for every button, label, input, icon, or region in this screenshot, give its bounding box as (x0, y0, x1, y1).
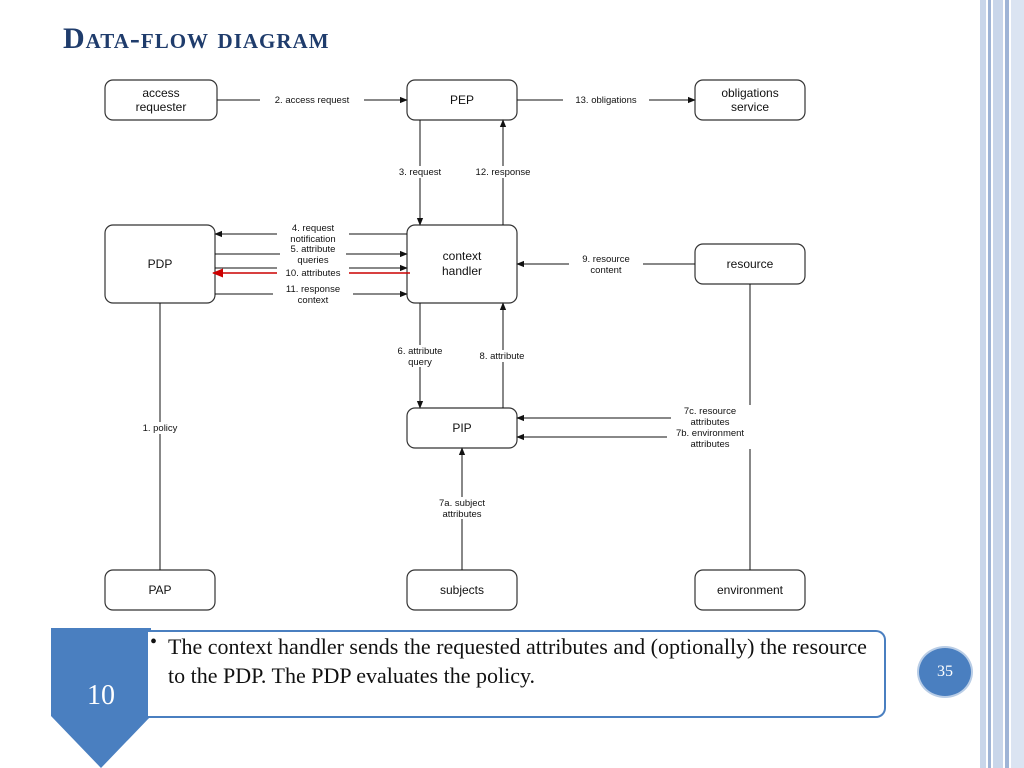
svg-text:query: query (408, 357, 432, 368)
callout-box (148, 630, 886, 718)
bullet-icon: • (150, 631, 158, 653)
svg-text:PIP: PIP (452, 421, 471, 435)
svg-text:queries: queries (297, 255, 328, 266)
svg-text:notification: notification (290, 234, 335, 245)
bullet-text: The context handler sends the requested … (168, 634, 867, 688)
svg-text:11. response: 11. response (286, 284, 340, 295)
svg-text:4. request: 4. request (292, 223, 335, 234)
node-pip: PIP (406, 407, 518, 449)
bullet-item: • The context handler sends the requeste… (150, 631, 870, 690)
decorative-stripes (980, 0, 1024, 768)
svg-text:8. attribute: 8. attribute (480, 351, 525, 362)
svg-text:resource: resource (727, 257, 774, 271)
svg-text:subjects: subjects (440, 583, 484, 597)
svg-text:9. resource: 9. resource (582, 254, 630, 265)
svg-text:7a. subject: 7a. subject (439, 498, 485, 509)
slide-title: Data-flow diagram (63, 22, 330, 55)
node-pap: PAP (104, 569, 216, 611)
node-context-handler: context handler (406, 224, 518, 304)
node-subjects: subjects (406, 569, 518, 611)
edge-response-context: 11. response context (215, 283, 408, 306)
svg-text:obligations: obligations (721, 86, 778, 100)
svg-text:handler: handler (442, 264, 482, 278)
svg-text:context: context (443, 249, 482, 263)
svg-text:PAP: PAP (148, 583, 171, 597)
svg-text:13. obligations: 13. obligations (575, 95, 637, 106)
data-flow-diagram: access requester PEP obligations service… (95, 70, 825, 620)
svg-text:access: access (142, 86, 179, 100)
node-pdp: PDP (104, 224, 216, 304)
svg-text:3. request: 3. request (399, 167, 442, 178)
svg-text:attributes: attributes (690, 417, 729, 428)
edge-subject-attributes: 7a. subject attributes (425, 447, 499, 570)
svg-text:7c. resource: 7c. resource (684, 406, 736, 417)
svg-text:context: context (298, 295, 329, 306)
edge-response: 12. response (465, 119, 541, 225)
step-chevron (51, 628, 151, 768)
edge-environment-attributes: 7b. environment attributes (516, 427, 757, 570)
svg-text:PEP: PEP (450, 93, 474, 107)
edge-obligations: 13. obligations (517, 94, 696, 106)
svg-text:1. policy: 1. policy (143, 423, 178, 434)
node-resource: resource (694, 243, 806, 285)
page-number-badge: 35 (917, 646, 973, 698)
svg-text:service: service (731, 100, 769, 114)
svg-text:requester: requester (136, 100, 187, 114)
svg-text:5. attribute: 5. attribute (291, 244, 336, 255)
edge-policy: 1. policy (133, 303, 187, 570)
edge-attributes-highlighted: 10. attributes (211, 264, 410, 279)
node-pep: PEP (406, 79, 518, 121)
svg-text:environment: environment (717, 583, 784, 597)
edge-access-request: 2. access request (217, 94, 408, 106)
svg-text:10. attributes: 10. attributes (286, 268, 341, 279)
edge-resource-content: 9. resource content (516, 254, 695, 276)
edge-request: 3. request (389, 120, 451, 226)
svg-text:6. attribute: 6. attribute (398, 346, 443, 357)
edge-attribute-query: 6. attribute query (389, 303, 451, 409)
svg-text:attributes: attributes (690, 439, 729, 450)
node-environment: environment (694, 569, 806, 611)
svg-text:2. access request: 2. access request (275, 95, 350, 106)
node-obligations-service: obligations service (694, 79, 806, 121)
svg-text:PDP: PDP (148, 257, 173, 271)
edge-request-notification: 4. request notification (214, 222, 407, 245)
svg-text:content: content (590, 265, 622, 276)
svg-text:12. response: 12. response (476, 167, 531, 178)
edge-resource-attributes: 7c. resource attributes (516, 284, 751, 428)
edge-attribute-queries: 5. attribute queries (215, 243, 408, 266)
step-number: 10 (87, 680, 115, 711)
svg-text:attributes: attributes (442, 509, 481, 520)
svg-text:7b. environment: 7b. environment (676, 428, 744, 439)
node-access-requester: access requester (104, 79, 218, 121)
edge-attribute: 8. attribute (469, 302, 535, 408)
